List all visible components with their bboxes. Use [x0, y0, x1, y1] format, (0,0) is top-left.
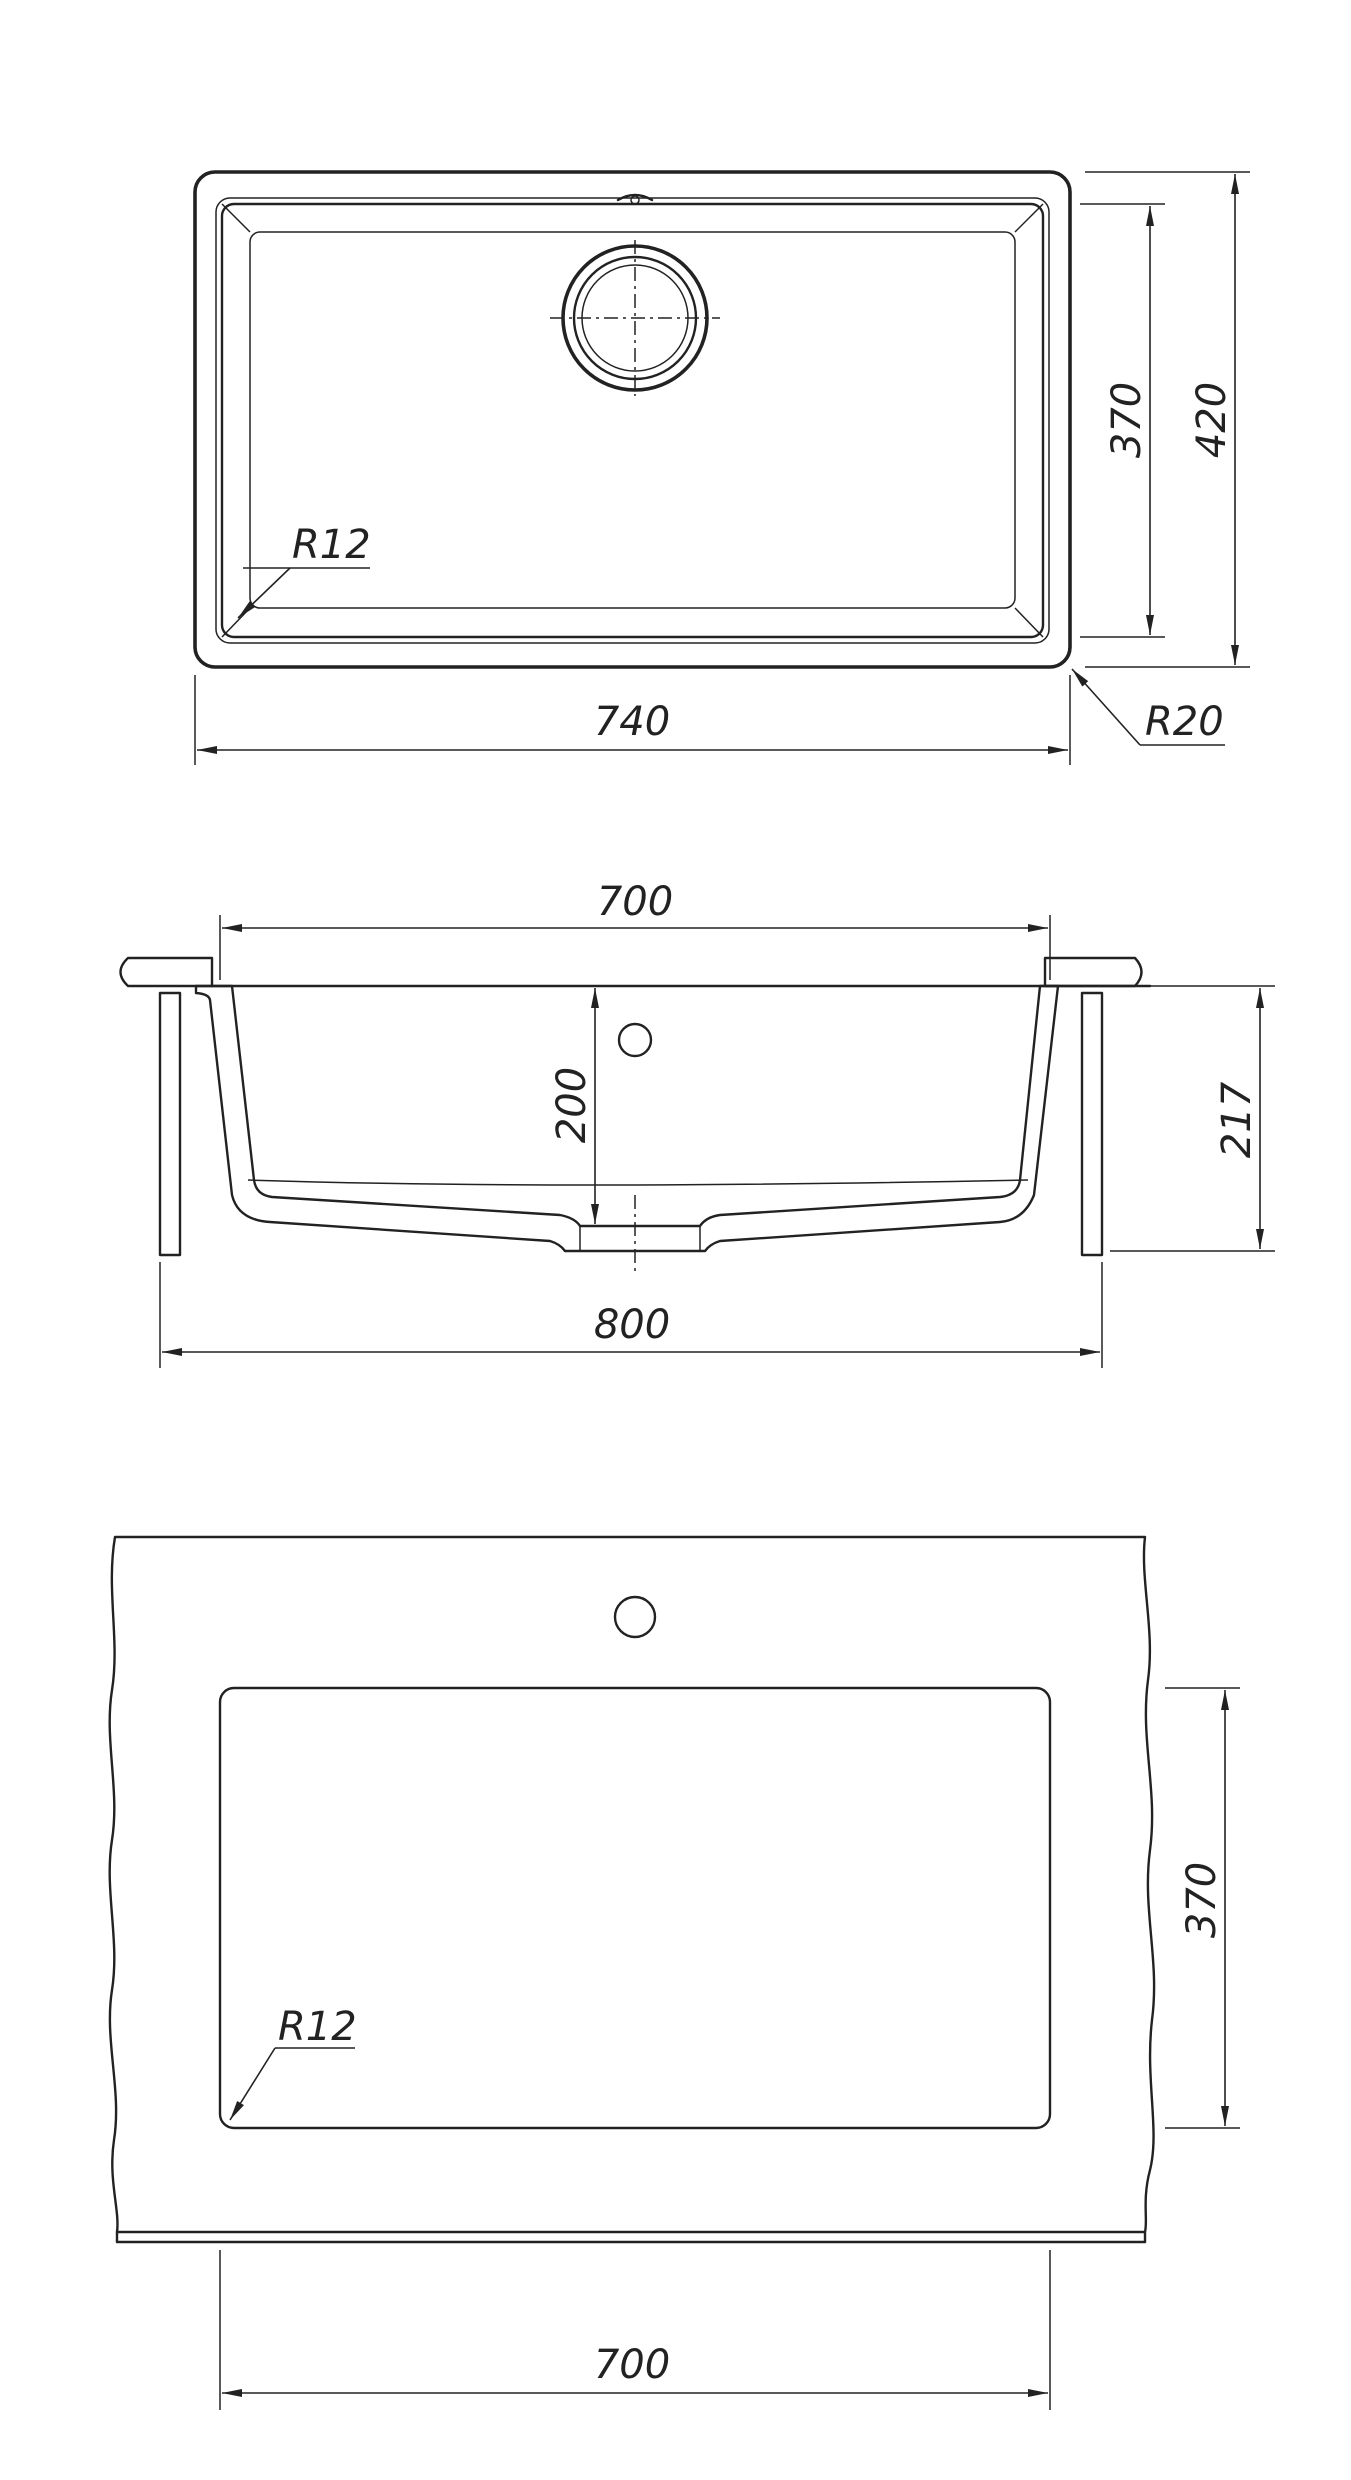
dim-cabinet-width: 800 [159, 1262, 1103, 1368]
radius-outer-label: R20 [1145, 699, 1224, 745]
tap-hole [613, 1595, 657, 1639]
radius-outer-callout: R20 [1071, 668, 1225, 746]
dim-width-label: 740 [594, 699, 670, 745]
countertop-left [119, 956, 214, 988]
dim-outer-depth: 420 [1085, 171, 1250, 668]
dim-inner-depth-label: 370 [1104, 382, 1150, 458]
cabinet-wall-left [158, 991, 182, 1257]
dim-cutout-depth-label: 370 [1179, 1862, 1225, 1938]
overflow-hole-section [617, 1022, 653, 1058]
dim-inner-depth: 370 [1080, 203, 1165, 638]
drain-outlet [550, 240, 720, 396]
top-view: 370 420 740 R12 R20 [193, 170, 1250, 765]
sink-body-section [194, 984, 1060, 1253]
sink-bowl-outline [220, 202, 1045, 639]
dim-outer-depth-label: 420 [1189, 382, 1235, 458]
cabinet-wall-right [1080, 991, 1104, 1257]
dim-total-depth-label: 217 [1214, 1081, 1260, 1158]
sink-bowl-floor [249, 231, 1016, 609]
sink-outer-rim [193, 170, 1072, 669]
cutout-view: 370 700 R12 [108, 1535, 1240, 2410]
dim-bowl-depth-label: 200 [549, 1067, 595, 1143]
dim-cutout-width: 700 [219, 2250, 1051, 2410]
cutout-radius-label: R12 [278, 2004, 357, 2050]
dim-bowl-width-label: 700 [597, 879, 673, 925]
overflow-slot [616, 193, 654, 205]
drain-fitting-section [579, 1225, 701, 1252]
dim-bowl-width: 700 [219, 879, 1051, 980]
radius-inner-label: R12 [292, 522, 371, 568]
dim-cutout-width-label: 700 [594, 2342, 670, 2388]
cutout-opening [218, 1686, 1052, 2130]
countertop-right [1043, 956, 1143, 988]
sink-bowl-surface [247, 1179, 1029, 1186]
dim-cabinet-width-label: 800 [594, 1302, 670, 1348]
dim-cutout-depth: 370 [1165, 1687, 1240, 2129]
sink-rim-inner-edge [215, 197, 1050, 644]
section-view: 700 200 217 800 [119, 879, 1275, 1368]
cutout-radius-callout: R12 [229, 2004, 357, 2121]
dim-total-depth: 217 [1110, 985, 1275, 1252]
dim-width: 740 [194, 675, 1071, 765]
radius-inner-callout: R12 [237, 522, 371, 619]
dim-bowl-depth: 200 [549, 988, 599, 1224]
